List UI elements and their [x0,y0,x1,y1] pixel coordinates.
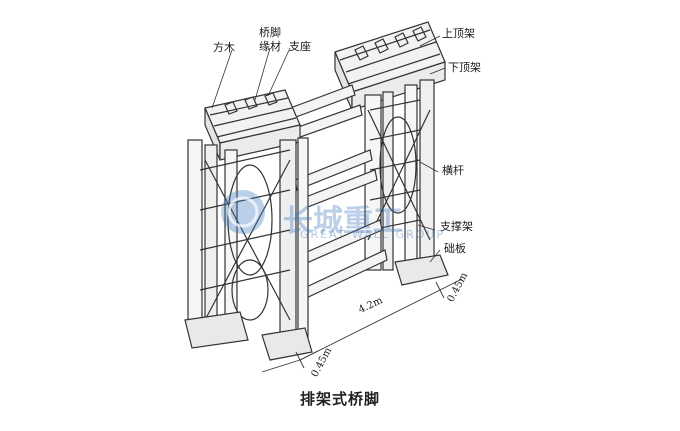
watermark-text: 长城重工 [283,204,403,239]
rear-tower [334,21,449,286]
dimension-lines [261,278,463,373]
label-shang-ding-jia: 上顶架 [442,27,475,40]
figure-caption: 排架式桥脚 [299,390,380,408]
front-tower [184,89,313,361]
label-yuan-cai: 缘材 [259,40,281,53]
label-heng-gan: 横杆 [442,164,464,177]
label-zhi-zuo: 支座 [289,40,311,53]
label-fang-mu: 方木 [213,41,235,54]
label-qiao-jiao: 桥脚 [259,26,281,39]
cross-bars [284,84,388,301]
watermark-logo [221,190,265,234]
watermark-subtext: GREAT WALL GROUP [300,228,446,241]
leader-lines [211,35,446,263]
label-chu-ban: 础板 [444,242,466,255]
label-xia-ding-jia: 下顶架 [448,61,481,74]
label-zhi-cheng-jia: 支撑架 [440,220,473,233]
